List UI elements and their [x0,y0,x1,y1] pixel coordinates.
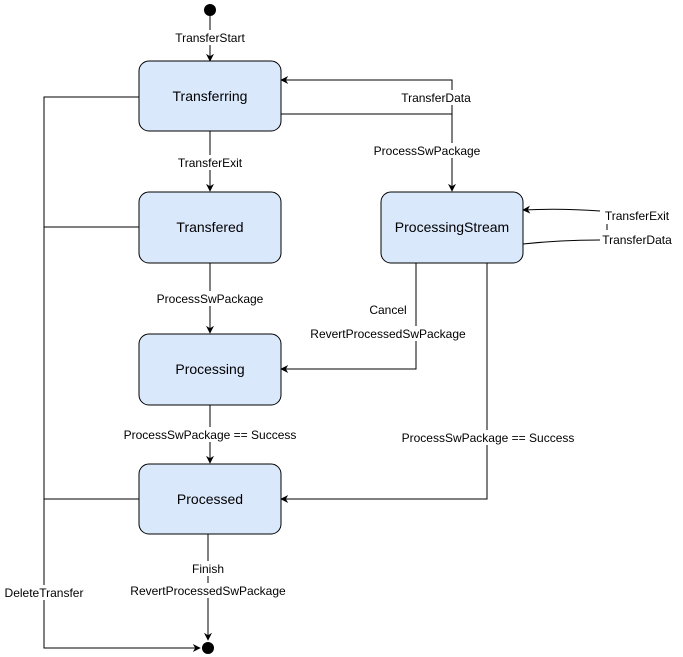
label-cancel: Cancel [369,303,406,317]
label-stream-success: ProcessSwPackage == Success [402,431,575,445]
state-transferring[interactable]: Transferring [138,60,282,132]
label-delete-transfer: DeleteTransfer [5,586,84,600]
label-revert-processed-stream: RevertProcessedSwPackage [310,327,466,341]
edge-delete-transfer [43,96,201,652]
state-transfered-label: Transfered [176,219,243,235]
label-finish: Finish [192,562,224,576]
edge-cancel-revert [280,263,417,373]
label-revert-processed-final: RevertProcessedSwPackage [130,584,286,598]
label-stream-transfer-exit: TransferExit [605,209,670,223]
label-process-success: ProcessSwPackage == Success [124,428,297,442]
initial-state [204,4,216,16]
edge-stream-transfer-exit-loop [522,205,601,214]
label-stream-transfer-data: TransferData [602,233,672,247]
state-processing-stream[interactable]: ProcessingStream [380,191,524,264]
label-transfer-start: TransferStart [175,31,245,45]
label-process-sw-package-stream: ProcessSwPackage [374,144,481,158]
label-process-sw-package: ProcessSwPackage [157,292,264,306]
state-transferring-label: Transferring [173,88,248,104]
edge-stream-success [280,263,488,503]
label-transfer-data: TransferData [401,91,471,105]
state-processing-stream-label: ProcessingStream [395,219,509,235]
state-processing[interactable]: Processing [138,333,282,406]
state-processing-label: Processing [175,361,244,377]
state-processed[interactable]: Processed [138,463,282,535]
final-state [202,642,214,654]
label-transfer-exit: TransferExit [178,156,243,170]
edge-transfer-data-loop [280,76,453,115]
state-transfered[interactable]: Transfered [138,191,282,264]
state-processed-label: Processed [177,491,243,507]
edge-stream-transfer-data-loop [522,239,601,245]
